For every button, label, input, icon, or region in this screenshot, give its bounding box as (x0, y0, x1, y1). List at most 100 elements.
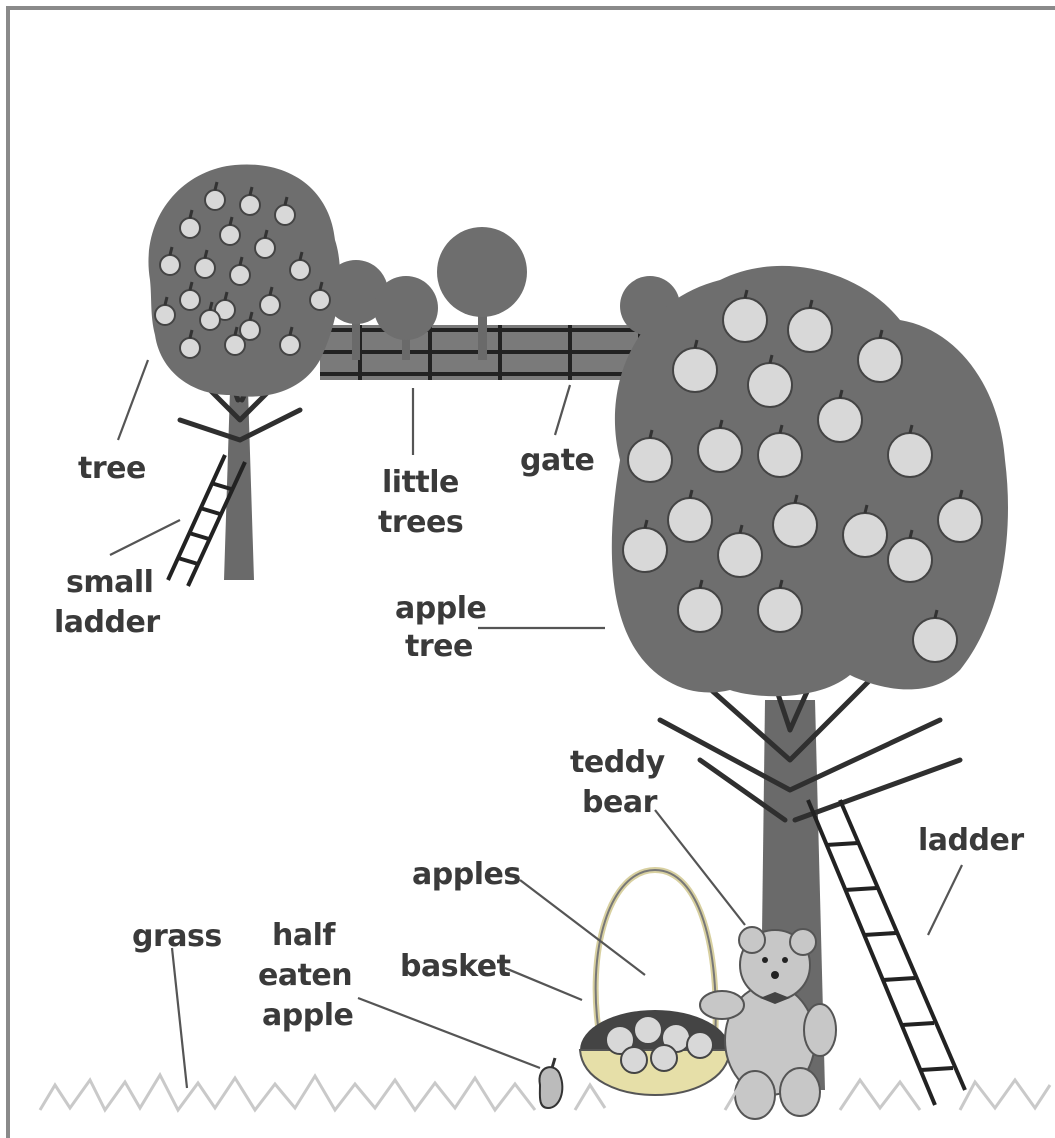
apple-icon (723, 298, 767, 342)
label-grass: grass (132, 919, 222, 954)
apple-icon (623, 528, 667, 572)
apple-stem (250, 187, 252, 195)
apple-stem (780, 425, 782, 433)
apple-icon (718, 533, 762, 577)
apple-stem (795, 495, 797, 503)
half-eaten-apple (539, 1058, 562, 1108)
apple-stem (745, 290, 747, 298)
apple-icon (160, 255, 180, 275)
apple-icon (758, 433, 802, 477)
apple-icon (310, 290, 330, 310)
apple-icon (758, 588, 802, 632)
apple-stem (300, 252, 302, 260)
label-small-ladder-line1: small (66, 565, 153, 600)
apple-icon (668, 498, 712, 542)
apple-icon (888, 538, 932, 582)
apple-icon (858, 338, 902, 382)
label-gate: gate (520, 443, 594, 478)
apple-icon (180, 338, 200, 358)
apple-stem (880, 330, 882, 338)
apple-stem (270, 287, 272, 295)
apple-icon (240, 195, 260, 215)
apple-stem (770, 355, 772, 363)
apple-stem (210, 302, 212, 310)
apple-stem (935, 610, 937, 618)
apple-stem (225, 292, 227, 300)
apple-icon (180, 290, 200, 310)
label-tree: tree (78, 451, 146, 486)
apple-stem (740, 525, 742, 533)
apple-icon (195, 258, 215, 278)
apple-icon (205, 190, 225, 210)
label-little-trees-line2: trees (378, 505, 463, 540)
apple-stem (645, 520, 647, 528)
apple-stem (690, 490, 692, 498)
apple-icon (888, 433, 932, 477)
apple-stem (250, 312, 252, 320)
apple-icon (280, 335, 300, 355)
label-half-eaten-apple-line2: eaten (258, 958, 352, 993)
apple-icon (290, 260, 310, 280)
apple-icon (275, 205, 295, 225)
apple-stem (910, 425, 912, 433)
apple-stem (230, 217, 232, 225)
apple-stem (190, 210, 192, 218)
label-basket: basket (400, 949, 511, 984)
label-small-ladder-line2: ladder (54, 605, 160, 640)
basket (580, 870, 730, 1095)
apple-stem (265, 230, 267, 238)
apple-icon (818, 398, 862, 442)
apple-stem (285, 197, 287, 205)
apple-stem (910, 530, 912, 538)
apple-stem (695, 340, 697, 348)
apple-stem (190, 282, 192, 290)
apple-icon (230, 265, 250, 285)
apple-icon (748, 363, 792, 407)
apple-stem (780, 580, 782, 588)
label-teddy-bear-line2: bear (582, 785, 658, 820)
apple-icon (225, 335, 245, 355)
label-apples: apples (412, 857, 521, 892)
apple-stem (810, 300, 812, 308)
apple-stem (235, 327, 237, 335)
apple-stem (700, 580, 702, 588)
apple-icon (678, 588, 722, 632)
apple-icon (843, 513, 887, 557)
apple-stem (865, 505, 867, 513)
apple-icon (913, 618, 957, 662)
label-little-trees-line1: little (382, 465, 459, 500)
apple-icon (200, 310, 220, 330)
apple-icon (698, 428, 742, 472)
label-half-eaten-apple-line1: half (272, 918, 336, 953)
apple-stem (960, 490, 962, 498)
apple-icon (773, 503, 817, 547)
apple-icon (220, 225, 240, 245)
apple-icon (938, 498, 982, 542)
apple-stem (205, 250, 207, 258)
small-tree (148, 164, 340, 580)
apple-stem (320, 282, 322, 290)
apple-stem (190, 330, 192, 338)
apple-stem (240, 257, 242, 265)
apple-icon (628, 438, 672, 482)
apple-stem (215, 182, 217, 190)
gate (320, 325, 660, 380)
apple-icon (240, 320, 260, 340)
apple-stem (650, 430, 652, 438)
apple-icon (788, 308, 832, 352)
apple-stem (170, 247, 172, 255)
apple-icon (673, 348, 717, 392)
apple-stem (720, 420, 722, 428)
label-ladder: ladder (918, 823, 1024, 858)
apple-stem (290, 327, 292, 335)
apple-icon (155, 305, 175, 325)
label-half-eaten-apple-line3: apple (262, 998, 353, 1033)
apple-stem (840, 390, 842, 398)
label-apple-tree-line1: apple (395, 591, 486, 626)
label-teddy-bear-line1: teddy (570, 745, 666, 780)
label-apple-tree-line2: tree (405, 629, 473, 664)
apple-stem (165, 297, 167, 305)
apple-icon (260, 295, 280, 315)
apple-icon (180, 218, 200, 238)
